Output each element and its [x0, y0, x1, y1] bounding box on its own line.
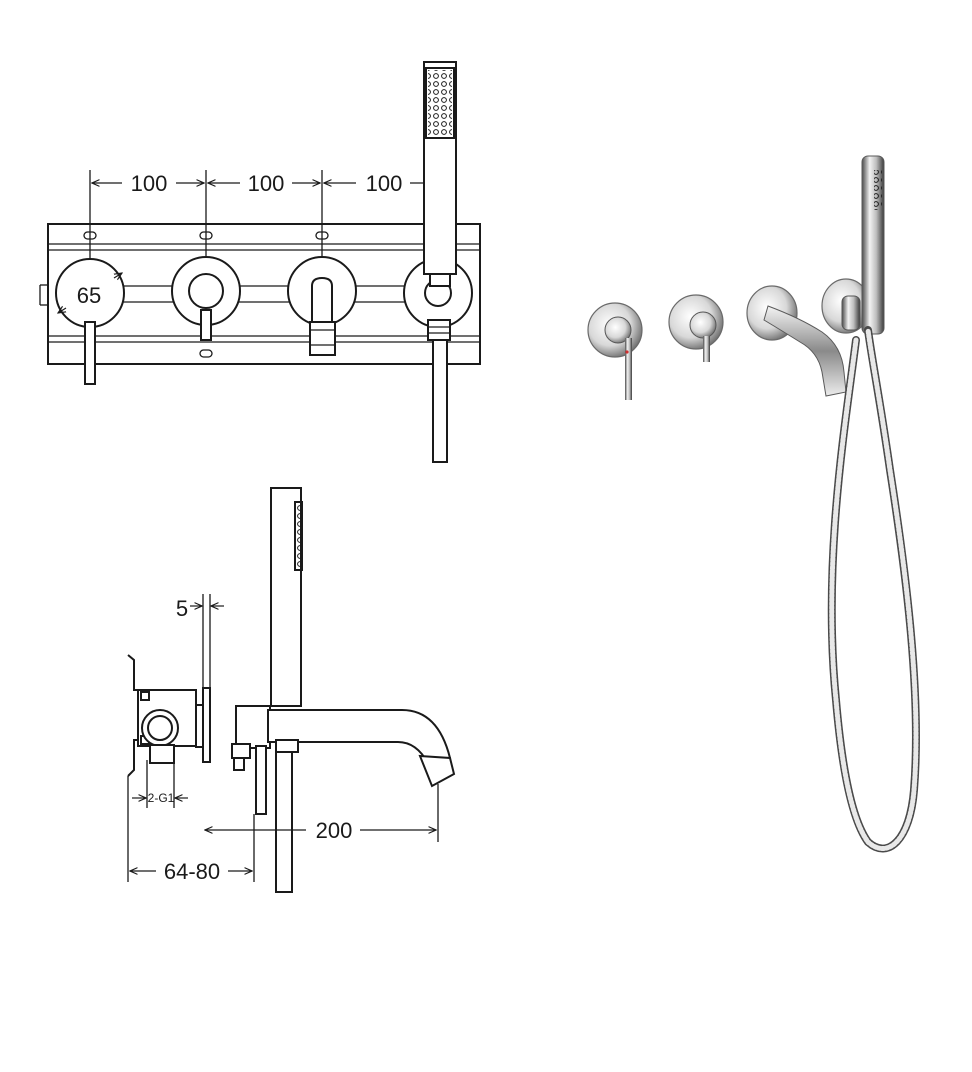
spray-face-render — [874, 170, 882, 210]
shower-holder — [429, 273, 451, 287]
hose-nut — [427, 319, 451, 341]
mixer-lever-render-1 — [625, 338, 632, 400]
spacing-label-1: 100 — [131, 171, 168, 196]
mounting-slot — [199, 231, 213, 240]
lever-stub — [233, 757, 245, 771]
connection-label: 2-G1 — [148, 791, 175, 805]
bracket-screw — [140, 691, 150, 701]
mixer-hub-2 — [188, 273, 224, 309]
inlet-nut — [149, 744, 175, 764]
hot-indicator — [625, 350, 629, 354]
spray-nozzles — [428, 70, 452, 136]
cover-plate — [202, 687, 211, 763]
spout-collar — [235, 705, 271, 749]
spacing-label-3: 100 — [366, 171, 403, 196]
mixer-lever-render-2 — [703, 336, 710, 362]
hose-side — [275, 751, 293, 893]
hose-coil-render — [829, 327, 919, 851]
mixer-hub-render-1 — [604, 316, 632, 344]
product-photo — [587, 155, 920, 853]
mounting-slot — [83, 231, 97, 240]
diameter-label: 65 — [77, 283, 101, 308]
spout-aerator — [309, 321, 336, 356]
front-view: 100 100 100 65 — [39, 61, 481, 463]
lever-base — [231, 743, 251, 759]
inlet-thread — [147, 715, 173, 741]
spout-tip — [418, 754, 456, 788]
spray-nozzles-side — [296, 504, 302, 568]
hose-connector — [275, 739, 299, 753]
mounting-rail — [47, 223, 481, 365]
holder-render — [841, 295, 861, 331]
spout-length-label: 200 — [316, 818, 353, 843]
side-lever — [255, 745, 267, 815]
mounting-slot — [315, 231, 329, 240]
wall-depth-label: 64-80 — [164, 859, 220, 884]
shower-hose — [432, 339, 448, 463]
side-view: 5 2-G1 200 — [127, 487, 456, 893]
diameter-arrow — [58, 308, 67, 313]
mixer-lever-1 — [84, 321, 96, 385]
spout-body — [311, 276, 333, 323]
diameter-arrow — [113, 273, 122, 278]
plate-spacer — [195, 704, 204, 748]
thickness-label: 5 — [176, 596, 188, 621]
wall-bracket — [127, 654, 139, 777]
mounting-slot — [199, 349, 213, 358]
spout-render — [763, 305, 847, 397]
spacing-label-2: 100 — [248, 171, 285, 196]
mixer-hub-render-2 — [689, 311, 717, 339]
mixer-lever-2 — [200, 309, 212, 341]
